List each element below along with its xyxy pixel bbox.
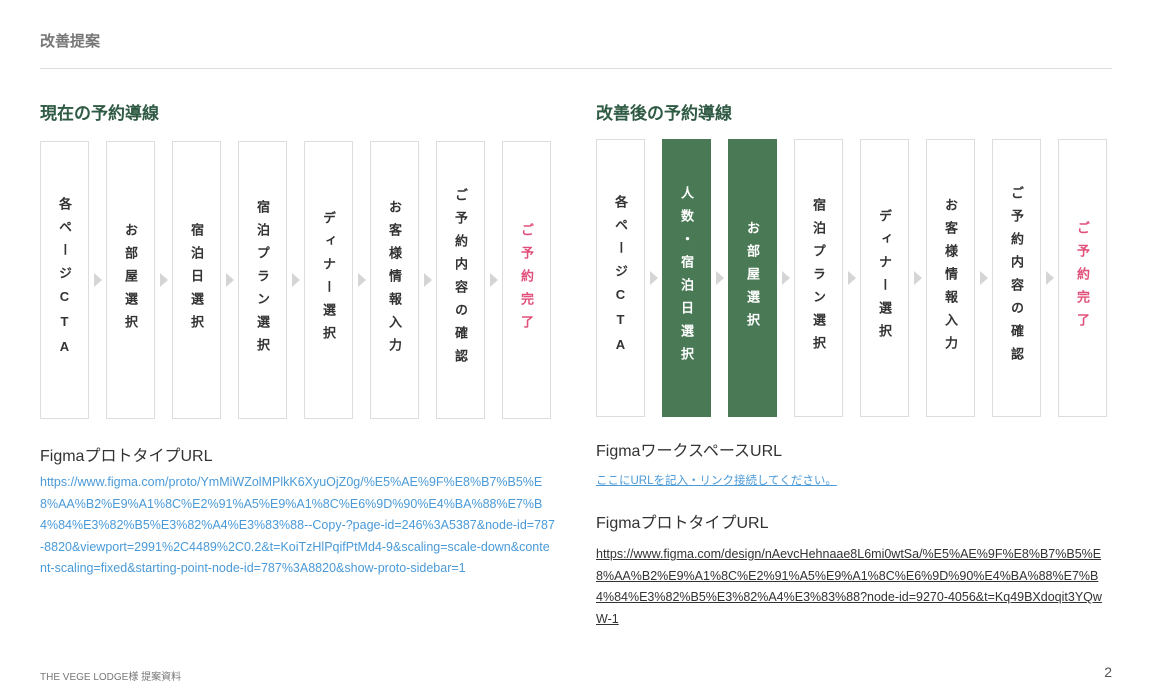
arrow-right-icon (1041, 271, 1058, 285)
arrow-right-icon (843, 271, 860, 285)
flow-step-label: お部屋選択 (745, 220, 760, 336)
workspace-label: FigmaワークスペースURL (596, 443, 783, 460)
improved-prototype-url[interactable]: https://www.figma.com/design/nAevcHehnaa… (596, 547, 1102, 626)
page-number: 2 (1104, 664, 1112, 680)
flow-step: 各ページCTA (596, 139, 645, 417)
current-prototype-url[interactable]: https://www.figma.com/proto/YmMiWZolMPlk… (40, 475, 555, 575)
flow-step-label: ご予約内容の確認 (453, 188, 468, 372)
flow-step: ご予約完了 (1058, 139, 1107, 417)
arrow-right-icon (287, 273, 304, 287)
flow-step: お客様情報入力 (926, 139, 975, 417)
workspace-link[interactable]: ここにURLを記入・リンク接続してください。 (596, 475, 837, 487)
flow-step-label: 各ページCTA (57, 196, 72, 364)
arrow-right-icon (909, 271, 926, 285)
page-header-title: 改善提案 (40, 33, 101, 50)
flow-step: ディナー選択 (304, 141, 353, 419)
flow-step: 各ページCTA (40, 141, 89, 419)
improved-flow: 各ページCTA 人数・宿泊日選択 お部屋選択 宿泊プラン選択 ディナー選択 お客様情報入力… (596, 139, 1107, 417)
flow-step: 宿泊プラン選択 (794, 139, 843, 417)
arrow-right-icon (777, 271, 794, 285)
flow-step: ご予約内容の確認 (992, 139, 1041, 417)
flow-step-label: 各ページCTA (613, 194, 628, 362)
flow-step: ご予約内容の確認 (436, 141, 485, 419)
footer-text: THE VEGE LODGE様 提案資料 (40, 672, 182, 683)
flow-step-label: ご予約内容の確認 (1009, 186, 1024, 370)
flow-step: ディナー選択 (860, 139, 909, 417)
arrow-right-icon (975, 271, 992, 285)
arrow-right-icon (221, 273, 238, 287)
current-prototype-label: FigmaプロトタイプURL (40, 448, 213, 465)
flow-step: 人数・宿泊日選択 (662, 139, 711, 417)
flow-step: 宿泊プラン選択 (238, 141, 287, 419)
flow-step-label: お部屋選択 (123, 222, 138, 338)
arrow-right-icon (645, 271, 662, 285)
flow-step-label: ご予約完了 (519, 222, 534, 338)
arrow-right-icon (155, 273, 172, 287)
current-flow-title: 現在の予約導線 (40, 104, 159, 123)
improved-prototype-label: FigmaプロトタイプURL (596, 515, 769, 532)
flow-step: お部屋選択 (728, 139, 777, 417)
improved-flow-title: 改善後の予約導線 (596, 104, 732, 123)
current-flow: 各ページCTA お部屋選択 宿泊日選択 宿泊プラン選択 ディナー選択 お客様情報入力 ご予約… (40, 141, 551, 419)
arrow-right-icon (419, 273, 436, 287)
flow-step-label: 宿泊プラン選択 (811, 197, 826, 359)
flow-step-label: 宿泊日選択 (189, 222, 204, 338)
arrow-right-icon (89, 273, 106, 287)
flow-step-label: 宿泊プラン選択 (255, 199, 270, 361)
flow-step-label: 人数・宿泊日選択 (679, 186, 694, 370)
flow-step: ご予約完了 (502, 141, 551, 419)
arrow-right-icon (485, 273, 502, 287)
arrow-right-icon (353, 273, 370, 287)
flow-step: お客様情報入力 (370, 141, 419, 419)
flow-step-label: ご予約完了 (1075, 220, 1090, 336)
flow-step: お部屋選択 (106, 141, 155, 419)
flow-step-label: ディナー選択 (321, 211, 336, 349)
arrow-right-icon (711, 271, 728, 285)
flow-step-label: お客様情報入力 (387, 199, 402, 361)
flow-step: 宿泊日選択 (172, 141, 221, 419)
flow-step-label: お客様情報入力 (943, 197, 958, 359)
header-divider (40, 68, 1112, 69)
flow-step-label: ディナー選択 (877, 209, 892, 347)
